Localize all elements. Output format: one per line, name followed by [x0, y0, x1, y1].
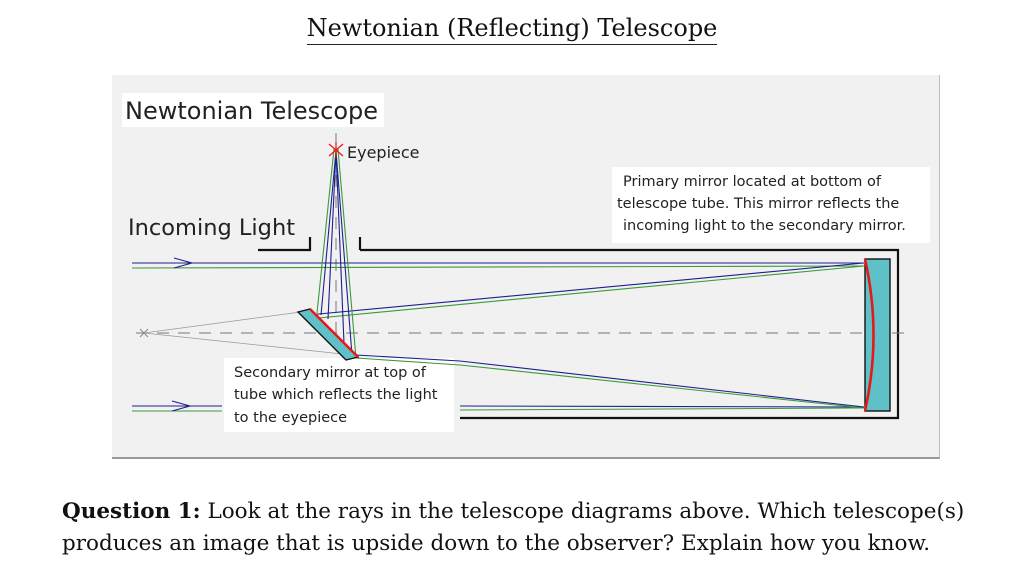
secondary-mirror — [296, 308, 360, 361]
secondary-label-bg — [224, 358, 454, 432]
secondary-mirror-surface — [309, 308, 359, 358]
figure-heading-bg — [122, 93, 384, 127]
question-1: Question 1: Look at the rays in the tele… — [62, 496, 1012, 560]
secondary-label-line-3: to the eyepiece — [234, 410, 347, 426]
incoming-rays-top — [131, 257, 865, 269]
secondary-label-line-1: Secondary mirror at top of — [234, 365, 427, 381]
tube-opening-left — [258, 237, 312, 252]
primary-label-bg — [612, 167, 930, 243]
question-label: Question 1: — [62, 499, 201, 524]
question-text: Look at the rays in the telescope diagra… — [62, 499, 965, 556]
telescope-figure: Newtonian Telescope Primary mirror locat… — [112, 75, 940, 459]
primary-mirror — [863, 258, 891, 412]
tube-body — [360, 248, 900, 420]
reflected-rays — [307, 262, 865, 409]
incoming-rays-bottom — [132, 400, 865, 412]
incoming-light-label: Incoming Light — [128, 215, 295, 241]
secondary-label-line-2: tube which reflects the light — [234, 387, 438, 403]
page-title: Newtonian (Reflecting) Telescope — [0, 14, 1024, 45]
eyepiece-label: Eyepiece — [347, 143, 420, 162]
arrow-top-icon — [173, 257, 195, 269]
primary-label-line-2: telescope tube. This mirror reflects the — [617, 196, 899, 212]
primary-label-line-3: incoming light to the secondary mirror. — [623, 218, 906, 234]
eyepiece-rays — [316, 148, 357, 359]
figure-heading: Newtonian Telescope — [125, 97, 378, 125]
primary-label-line-1: Primary mirror located at bottom of — [623, 174, 882, 190]
primary-mirror-surface — [863, 258, 875, 412]
telescope-tube — [258, 237, 900, 420]
eyepiece-icon — [328, 142, 344, 158]
virtual-rays — [143, 310, 353, 356]
page-title-text: Newtonian (Reflecting) Telescope — [306, 14, 718, 45]
telescope-diagram: Newtonian Telescope Primary mirror locat… — [122, 93, 930, 432]
arrow-bottom-icon — [171, 400, 193, 412]
